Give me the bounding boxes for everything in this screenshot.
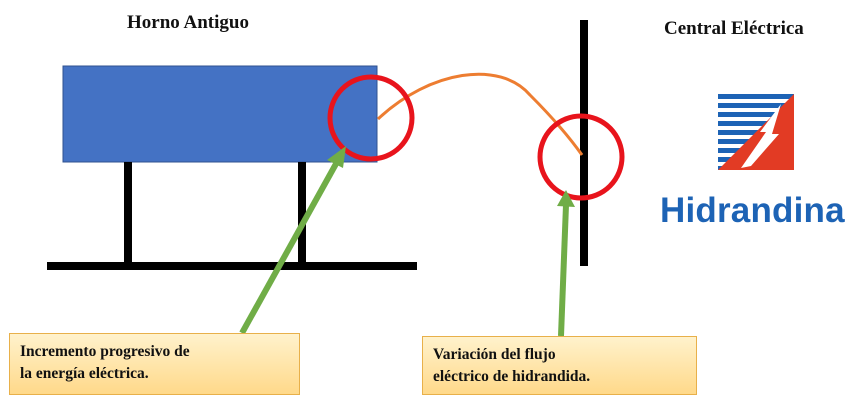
electric-flow-curve — [376, 72, 584, 156]
hidrandina-logo-text: Hidrandina — [660, 191, 845, 230]
note-energy-increase: Incremento progresivo de la energía eléc… — [9, 333, 300, 395]
title-power-station: Central Eléctrica — [664, 18, 804, 39]
power-pole — [580, 20, 588, 266]
highlight-circle-pole — [537, 113, 625, 201]
furnace-leg-left — [124, 162, 132, 264]
note-flow-variation: Variación del flujo eléctrico de hidrand… — [422, 336, 697, 395]
highlight-circle-furnace — [327, 74, 415, 162]
note-flow-variation-line2: eléctrico de hidrandida. — [433, 368, 591, 385]
note-flow-variation-line1: Variación del flujo — [433, 346, 556, 363]
furnace-body — [62, 65, 378, 163]
arrow-left-head — [327, 146, 346, 168]
arrow-right-shaft — [558, 204, 569, 337]
lightning-bolt-icon — [718, 94, 794, 170]
furnace-base — [47, 262, 417, 270]
title-old-furnace: Horno Antiguo — [127, 12, 249, 33]
note-energy-increase-line1: Incremento progresivo de — [20, 343, 190, 360]
furnace-leg-right — [298, 162, 306, 264]
arrow-right-head — [557, 190, 575, 207]
note-energy-increase-line2: la energía eléctrica. — [20, 365, 149, 382]
arrow-left-shaft — [239, 160, 340, 335]
